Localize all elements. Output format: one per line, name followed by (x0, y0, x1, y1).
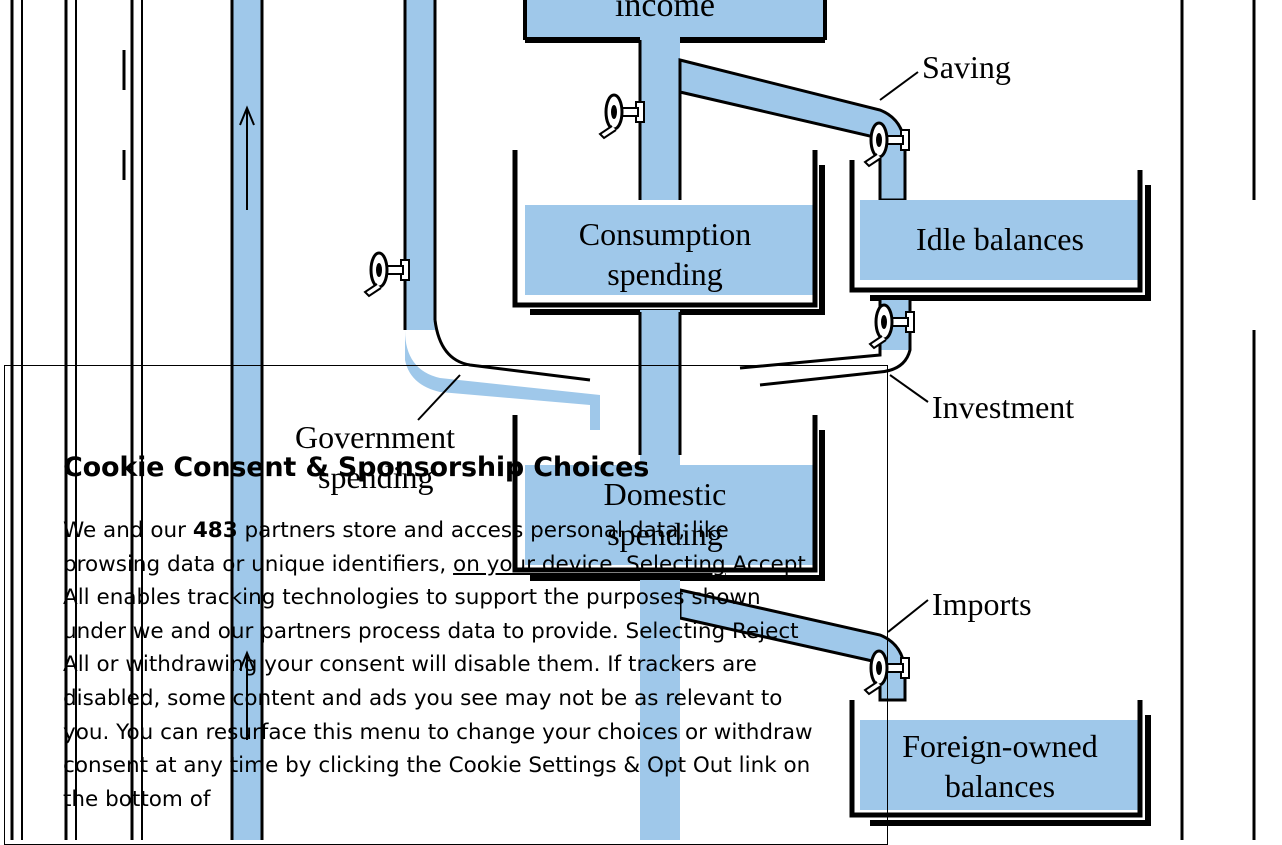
device-link[interactable]: on your device. Selecting (453, 551, 726, 577)
consent-body-mid: partners store and access personal data,… (63, 518, 729, 577)
consumption-label-2: spending (607, 256, 723, 292)
consent-title: Cookie Consent & Sponsorship Choices (63, 452, 650, 483)
government-pipe (363, 0, 600, 430)
income-tank: income (523, 0, 827, 43)
consent-body-pre: We and our (63, 518, 193, 543)
investment-pipe: Investment (739, 300, 1074, 425)
domestic-label-1: Domestic (604, 476, 727, 512)
consent-body-post: Accept All enables tracking technologies… (63, 551, 813, 812)
government-label: Government spending (295, 374, 461, 495)
consumption-tank: Consumption spending (512, 150, 825, 315)
central-pipe (638, 310, 682, 470)
domestic-label-2: spending (607, 516, 723, 552)
imports-label: Imports (932, 586, 1032, 622)
government-label-1: Government (295, 419, 455, 455)
consumption-label-1: Consumption (579, 216, 751, 252)
domestic-spending-tank: Domestic spending (512, 415, 825, 581)
return-flow-pipe (230, 0, 264, 840)
saving-pipe: Saving (678, 49, 1011, 202)
left-border-lines (10, 0, 143, 840)
cookie-consent-dialog: Cookie Consent & Sponsorship Choices We … (4, 365, 888, 845)
foreign-balances-tank: Foreign-owned balances (849, 700, 1151, 826)
consent-body: We and our 483 partners store and access… (63, 514, 823, 816)
idle-balances-tank: Idle balances (849, 160, 1151, 301)
foreign-label-2: balances (945, 768, 1055, 804)
saving-label: Saving (922, 49, 1011, 85)
investment-label: Investment (932, 389, 1074, 425)
imports-pipe: Imports (640, 580, 1032, 840)
partner-count: 483 (192, 518, 238, 543)
income-label: income (615, 0, 715, 24)
idle-balances-label: Idle balances (916, 221, 1084, 257)
income-outflow-pipe (598, 40, 682, 200)
government-label-2: spending (318, 459, 434, 495)
foreign-label-1: Foreign-owned (902, 728, 1098, 764)
right-border-lines (1180, 0, 1256, 840)
